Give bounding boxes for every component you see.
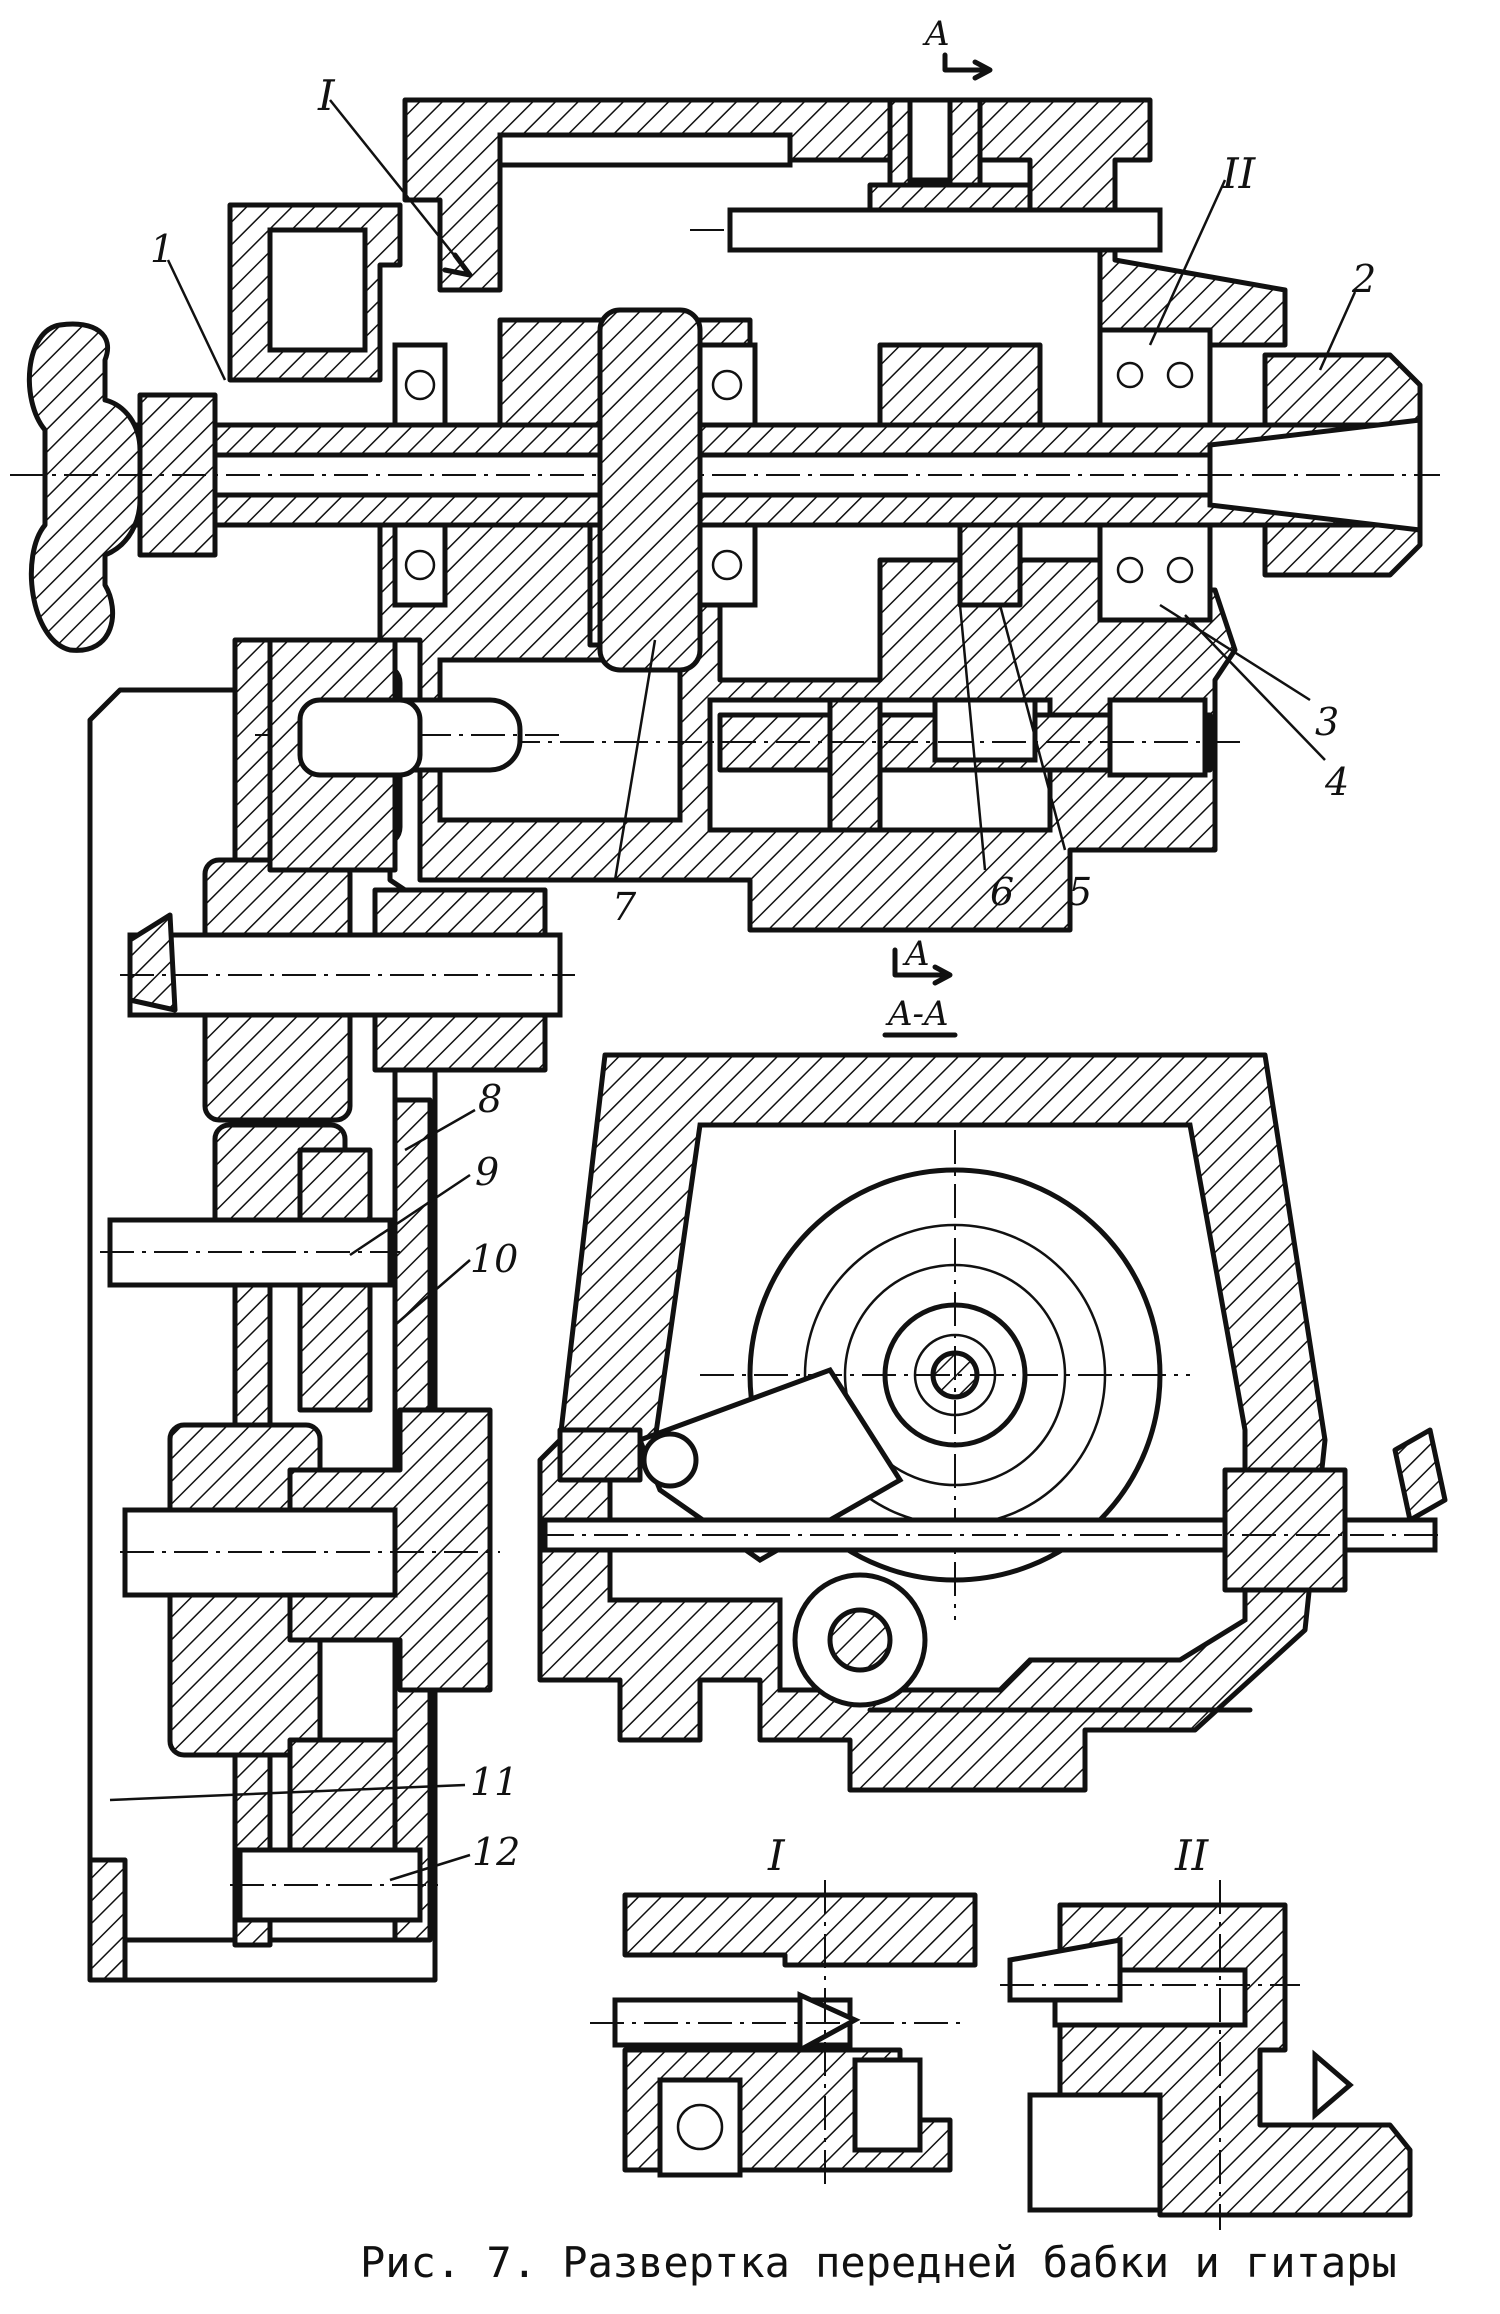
part-number-6: 6	[990, 870, 1014, 914]
detail-ii	[1000, 1880, 1413, 2230]
headstock-main-view	[10, 97, 1440, 933]
leader-10	[394, 1259, 471, 1326]
rod-nut-block	[1222, 1467, 1348, 1593]
leader-detail-i	[329, 99, 471, 276]
oil-window	[267, 227, 368, 353]
leader-2	[1318, 291, 1357, 371]
idler-shaft-upper	[267, 637, 423, 873]
part-number-10: 10	[470, 1237, 518, 1281]
part-number-11: 11	[470, 1760, 518, 1804]
label-detail-ii-callout: II	[1221, 149, 1257, 198]
bearing-mid	[697, 342, 758, 608]
leader-7	[613, 639, 657, 881]
part-number-1: 1	[150, 227, 174, 271]
part-number-12: 12	[472, 1830, 520, 1874]
label-cut-top: A	[922, 14, 950, 54]
bearing-left	[392, 342, 448, 608]
leader-9	[349, 1173, 471, 1257]
leader-lines	[109, 52, 1357, 1882]
grease-fitting	[1392, 1427, 1448, 1523]
part-number-9: 9	[475, 1150, 499, 1194]
lever-pivot	[641, 1431, 699, 1489]
upper-shaft	[727, 207, 1163, 253]
guitar-gear-2	[120, 857, 575, 1123]
label-detail-i: I	[767, 1831, 786, 1880]
countershaft-gear	[827, 697, 883, 833]
part-number-2: 2	[1351, 257, 1376, 301]
section-a-a	[537, 1052, 1448, 1793]
wide-gear	[597, 307, 703, 673]
countershaft-key	[932, 697, 1038, 763]
part-number-3: 3	[1315, 700, 1339, 744]
countershaft-bearing	[1107, 697, 1208, 778]
lower-left-cavity	[437, 657, 683, 823]
leader-1	[166, 259, 227, 381]
bearing-right	[1097, 327, 1213, 623]
leader-11	[109, 1783, 466, 1802]
leader-12	[389, 1853, 471, 1882]
leader-3	[1159, 603, 1311, 702]
part-number-4: 4	[1324, 760, 1349, 804]
shift-fork	[957, 522, 1023, 608]
leader-5	[998, 604, 1067, 851]
part-number-7: 7	[612, 885, 637, 929]
label-cut-bottom: A	[902, 934, 930, 974]
part-number-5: 5	[1068, 870, 1092, 914]
label-section-title: A-A	[885, 994, 949, 1034]
cut-arrow-bottom	[892, 947, 948, 978]
figure-caption: Рис. 7. Развертка передней бабки и гитар…	[360, 2238, 1397, 2287]
leader-4	[1184, 614, 1326, 761]
guitar-gear-3	[100, 1122, 400, 1413]
left-screw	[557, 1427, 643, 1483]
cut-arrow-top	[942, 52, 988, 73]
clutch-block	[877, 342, 1043, 428]
leader-6	[958, 604, 987, 871]
upper-shaft-gear	[867, 182, 1033, 213]
leader-8	[404, 1108, 476, 1152]
detail-i	[590, 1880, 978, 2190]
guitar-gear-5	[230, 1737, 440, 1923]
leader-detail-ii	[1148, 179, 1227, 346]
labels: I II A A A-A I II 1 2 3 4 5 6 7 8 9 10 1…	[150, 14, 1376, 1880]
label-detail-ii: II	[1174, 1831, 1210, 1880]
part-number-8: 8	[478, 1077, 502, 1121]
label-detail-i-callout: I	[317, 71, 336, 120]
handwheel	[26, 321, 218, 653]
guitar-gear-4	[120, 1407, 500, 1758]
